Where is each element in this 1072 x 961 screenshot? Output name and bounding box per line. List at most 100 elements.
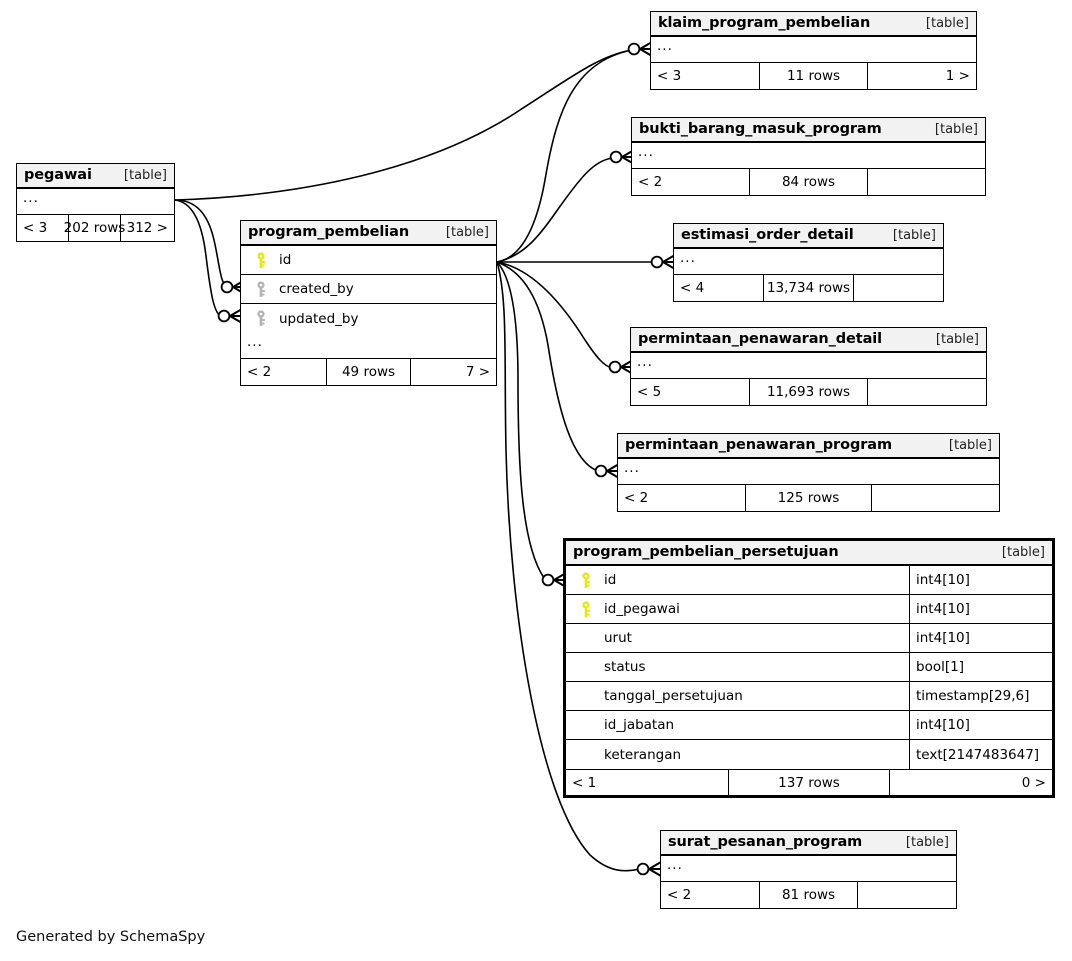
row-count: 84 rows xyxy=(749,169,868,195)
column-name-cell: id_pegawai xyxy=(566,600,909,618)
parent-relationship-count: < 2 xyxy=(247,364,272,380)
table-type-tag: [table] xyxy=(445,224,489,240)
hidden-columns-ellipsis: ... xyxy=(651,37,976,63)
column-type: int4[10] xyxy=(909,624,1052,652)
hidden-columns-ellipsis: ... xyxy=(241,333,496,359)
cardinality-circle xyxy=(541,573,555,587)
table-header-permintaan_penawaran_program[interactable]: permintaan_penawaran_program[table] xyxy=(618,434,999,459)
column-name-cell: id xyxy=(241,251,496,269)
table-type-tag: [table] xyxy=(1001,544,1045,560)
row-count: 202 rows xyxy=(64,215,125,241)
row-count: 125 rows xyxy=(745,485,872,511)
key-slot xyxy=(248,310,274,327)
generated-by-label: Generated by SchemaSpy xyxy=(16,929,206,945)
hidden-columns-ellipsis: ... xyxy=(631,353,986,379)
primary-key-icon xyxy=(257,251,265,268)
primary-key-icon xyxy=(582,600,590,617)
hidden-columns-ellipsis: ... xyxy=(618,459,999,485)
table-type-tag: [table] xyxy=(905,834,949,850)
table-header-klaim_program_pembelian[interactable]: klaim_program_pembelian[table] xyxy=(651,12,976,37)
edge-pegawai-klaim xyxy=(174,49,633,201)
table-type-tag: [table] xyxy=(948,437,992,453)
parent-relationship-count: < 3 xyxy=(657,68,682,84)
column-type: int4[10] xyxy=(909,566,1052,594)
hidden-columns-ellipsis: ... xyxy=(632,143,985,169)
parent-relationship-count: < 5 xyxy=(637,384,662,400)
column-label: keterangan xyxy=(604,746,682,763)
cardinality-circle xyxy=(594,464,608,478)
table-footer-bukti_barang_masuk_program: < 2 84 rows xyxy=(632,169,985,195)
column-name-cell: id_jabatan xyxy=(566,717,909,733)
table-header-program_pembelian[interactable]: program_pembelian[table] xyxy=(241,221,496,246)
column-label: id xyxy=(604,572,617,588)
edge-pp-ppprogram xyxy=(496,261,599,472)
child-relationship-count xyxy=(868,379,986,405)
primary-key-icon xyxy=(582,571,590,588)
column-label: tanggal_persetujuan xyxy=(604,688,743,704)
table-node-permintaan_penawaran_detail[interactable]: permintaan_penawaran_detail[table]...< 5… xyxy=(630,327,987,406)
table-title: surat_pesanan_program xyxy=(668,834,863,850)
child-relationship-count xyxy=(858,882,956,908)
edge-pegawai-createdby xyxy=(174,199,229,289)
table-footer-permintaan_penawaran_detail: < 5 11,693 rows xyxy=(631,379,986,405)
table-header-program_pembelian_persetujuan[interactable]: program_pembelian_persetujuan[table] xyxy=(566,541,1052,566)
child-relationship-count xyxy=(854,275,943,301)
table-type-tag: [table] xyxy=(123,167,167,183)
parent-relationship-count: < 2 xyxy=(638,174,663,190)
table-header-estimasi_order_detail[interactable]: estimasi_order_detail[table] xyxy=(674,224,943,249)
table-title: klaim_program_pembelian xyxy=(658,15,871,31)
column-name-cell: updated_by xyxy=(241,310,496,327)
edge-pp-ppdetail xyxy=(496,261,613,369)
parent-relationship-count: < 3 xyxy=(23,220,48,236)
table-header-pegawai[interactable]: pegawai[table] xyxy=(17,164,174,189)
row-count: 11,693 rows xyxy=(749,379,868,405)
parent-relationship-count: < 2 xyxy=(667,887,692,903)
key-slot xyxy=(573,571,599,589)
table-header-permintaan_penawaran_detail[interactable]: permintaan_penawaran_detail[table] xyxy=(631,328,986,353)
child-relationship-count: 1 > xyxy=(945,68,970,84)
hidden-columns-ellipsis: ... xyxy=(17,189,174,215)
parent-relationship-count: < 4 xyxy=(680,280,705,296)
column-row[interactable]: keterangan text[2147483647] xyxy=(566,740,1052,769)
edge-pegawai-updatedby xyxy=(174,199,223,318)
edge-pp-persetujuan xyxy=(496,261,545,579)
table-header-surat_pesanan_program[interactable]: surat_pesanan_program [table] xyxy=(661,831,956,856)
hidden-columns-ellipsis: ... xyxy=(661,856,956,882)
table-node-permintaan_penawaran_program[interactable]: permintaan_penawaran_program[table]...< … xyxy=(617,433,1000,512)
column-row[interactable]: updated_by xyxy=(241,304,496,333)
child-relationship-count xyxy=(868,169,985,195)
column-label: id xyxy=(279,252,292,268)
column-row[interactable]: tanggal_persetujuan timestamp[29,6] xyxy=(566,682,1052,711)
table-node-bukti_barang_masuk_program[interactable]: bukti_barang_masuk_program[table]... < 2 8… xyxy=(631,117,986,196)
table-node-program_pembelian_persetujuan[interactable]: program_pembelian_persetujuan[table]id in… xyxy=(563,538,1055,798)
column-name-cell: id xyxy=(566,571,909,589)
key-slot xyxy=(248,251,274,269)
column-row[interactable]: id_pegawai int4[10] xyxy=(566,595,1052,624)
column-label: id_pegawai xyxy=(604,601,680,617)
column-name-cell: keterangan xyxy=(566,747,909,763)
column-name-cell: urut xyxy=(566,630,909,646)
column-row[interactable]: id int4[10] xyxy=(566,566,1052,595)
column-row[interactable]: created_by xyxy=(241,275,496,304)
column-type: text[2147483647] xyxy=(909,740,1052,769)
foreign-key-icon xyxy=(257,280,265,297)
column-type: int4[10] xyxy=(909,711,1052,739)
column-type: timestamp[29,6] xyxy=(909,682,1052,710)
table-header-bukti_barang_masuk_program[interactable]: bukti_barang_masuk_program[table] xyxy=(632,118,985,143)
column-type: int4[10] xyxy=(909,595,1052,623)
column-row[interactable]: id xyxy=(241,246,496,275)
column-name-cell: tanggal_persetujuan xyxy=(566,688,909,704)
